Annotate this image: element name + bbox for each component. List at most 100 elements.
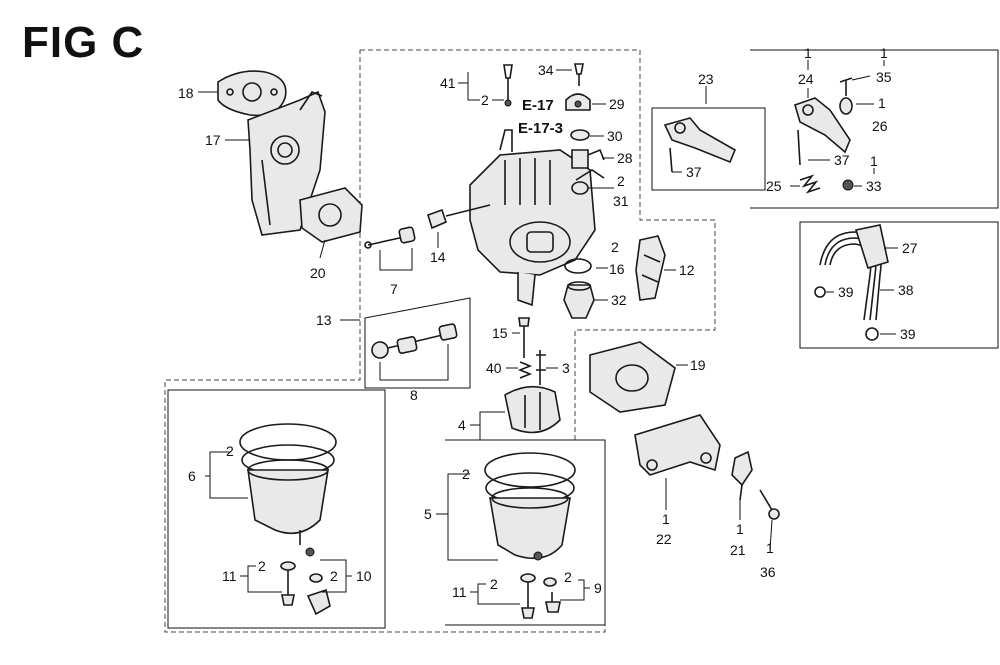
clip-39-lower: [865, 327, 879, 341]
needle-15: [518, 317, 530, 358]
callout-24: 24: [798, 71, 814, 87]
callout-18: 18: [178, 85, 194, 101]
spring-25: [799, 174, 821, 194]
callout-39: 39: [900, 326, 916, 342]
callout-3: 3: [562, 360, 570, 376]
screw-7: [364, 226, 416, 249]
callout-31: 31: [613, 193, 629, 209]
callout-20: 20: [310, 265, 326, 281]
callout-1: 1: [804, 45, 812, 61]
callout-5: 5: [424, 506, 432, 522]
carburetor-assembly-boundary: [164, 49, 716, 633]
callout-37: 37: [686, 164, 702, 180]
nut-26: [839, 97, 853, 115]
callout-23: 23: [698, 71, 714, 87]
callout-8: 8: [410, 387, 418, 403]
callout-4: 4: [458, 417, 466, 433]
reference-e17: E-17: [522, 97, 554, 114]
callout-2: 2: [611, 239, 619, 255]
screw-34: [574, 63, 584, 86]
callout-16: 16: [609, 261, 625, 277]
washer-16: [564, 258, 592, 274]
reference-e17-3: E-17-3: [518, 120, 563, 137]
callout-2: 2: [330, 568, 338, 584]
jet-32: [563, 281, 595, 319]
screw-8-box: [364, 297, 471, 389]
screw-8: [371, 323, 458, 359]
callout-1: 1: [870, 153, 878, 169]
float-12: [635, 235, 666, 301]
float-chamber-5: [484, 452, 576, 561]
float-chamber-6-box: [167, 389, 386, 629]
callout-38: 38: [898, 282, 914, 298]
callout-2: 2: [617, 173, 625, 189]
screw-9: [543, 577, 561, 613]
callout-34: 34: [538, 62, 554, 78]
callout-1: 1: [878, 95, 886, 111]
clip-3: [536, 350, 546, 385]
nut-33: [842, 179, 854, 191]
callout-39: 39: [838, 284, 854, 300]
callout-32: 32: [611, 292, 627, 308]
gasket-19: [589, 341, 676, 413]
callout-11: 11: [452, 584, 467, 600]
callout-21: 21: [730, 542, 746, 558]
screw-36: [759, 489, 780, 520]
leader-lines: [198, 60, 898, 605]
spring-40: [517, 361, 533, 379]
callout-1: 1: [880, 45, 888, 61]
callout-1: 1: [766, 540, 774, 556]
figure-title: FIG C: [22, 18, 145, 67]
float-chamber-6: [239, 423, 337, 557]
callout-37: 37: [834, 152, 850, 168]
gasket-18: [217, 70, 287, 117]
float-4: [504, 385, 561, 434]
callout-1: 1: [736, 521, 744, 537]
float-chamber-5-box: [445, 439, 606, 626]
callout-2: 2: [258, 558, 266, 574]
callout-10: 10: [356, 568, 372, 584]
callout-26: 26: [872, 118, 888, 134]
callout-33: 33: [866, 178, 882, 194]
callout-2: 2: [490, 576, 498, 592]
callout-13: 13: [316, 312, 332, 328]
valve-28: [571, 148, 605, 169]
callout-1: 1: [662, 511, 670, 527]
drain-screw-10: [306, 573, 331, 616]
clip-39-upper: [814, 286, 826, 298]
screw-41: [503, 64, 513, 107]
callout-19: 19: [690, 357, 706, 373]
callout-29: 29: [609, 96, 625, 112]
callout-14: 14: [430, 249, 446, 265]
group-boundaries: [164, 49, 999, 633]
callout-40: 40: [486, 360, 502, 376]
bracket-22: [634, 414, 721, 476]
callout-7: 7: [390, 281, 398, 297]
lever-23-box: [651, 107, 766, 191]
callout-36: 36: [760, 564, 776, 580]
callout-41: 41: [440, 75, 456, 91]
callout-30: 30: [607, 128, 623, 144]
callout-11: 11: [222, 568, 237, 584]
tube-box: [799, 221, 999, 349]
callout-15: 15: [492, 325, 508, 341]
callout-22: 22: [656, 531, 672, 547]
carburetor-body: [469, 129, 605, 307]
callout-12: 12: [679, 262, 695, 278]
cap-29: [565, 93, 591, 111]
bolt-11-center: [520, 573, 536, 619]
jet-14: [427, 204, 491, 230]
callout-2: 2: [462, 466, 470, 482]
callout-17: 17: [205, 132, 221, 148]
washer-30: [570, 129, 590, 141]
callout-6: 6: [188, 468, 196, 484]
callout-2: 2: [226, 443, 234, 459]
callout-25: 25: [766, 178, 782, 194]
bolt-11-left: [280, 561, 296, 606]
callout-35: 35: [876, 69, 892, 85]
joint-27: [854, 224, 889, 269]
callout-2: 2: [564, 569, 572, 585]
lever-24-box: [750, 49, 999, 209]
